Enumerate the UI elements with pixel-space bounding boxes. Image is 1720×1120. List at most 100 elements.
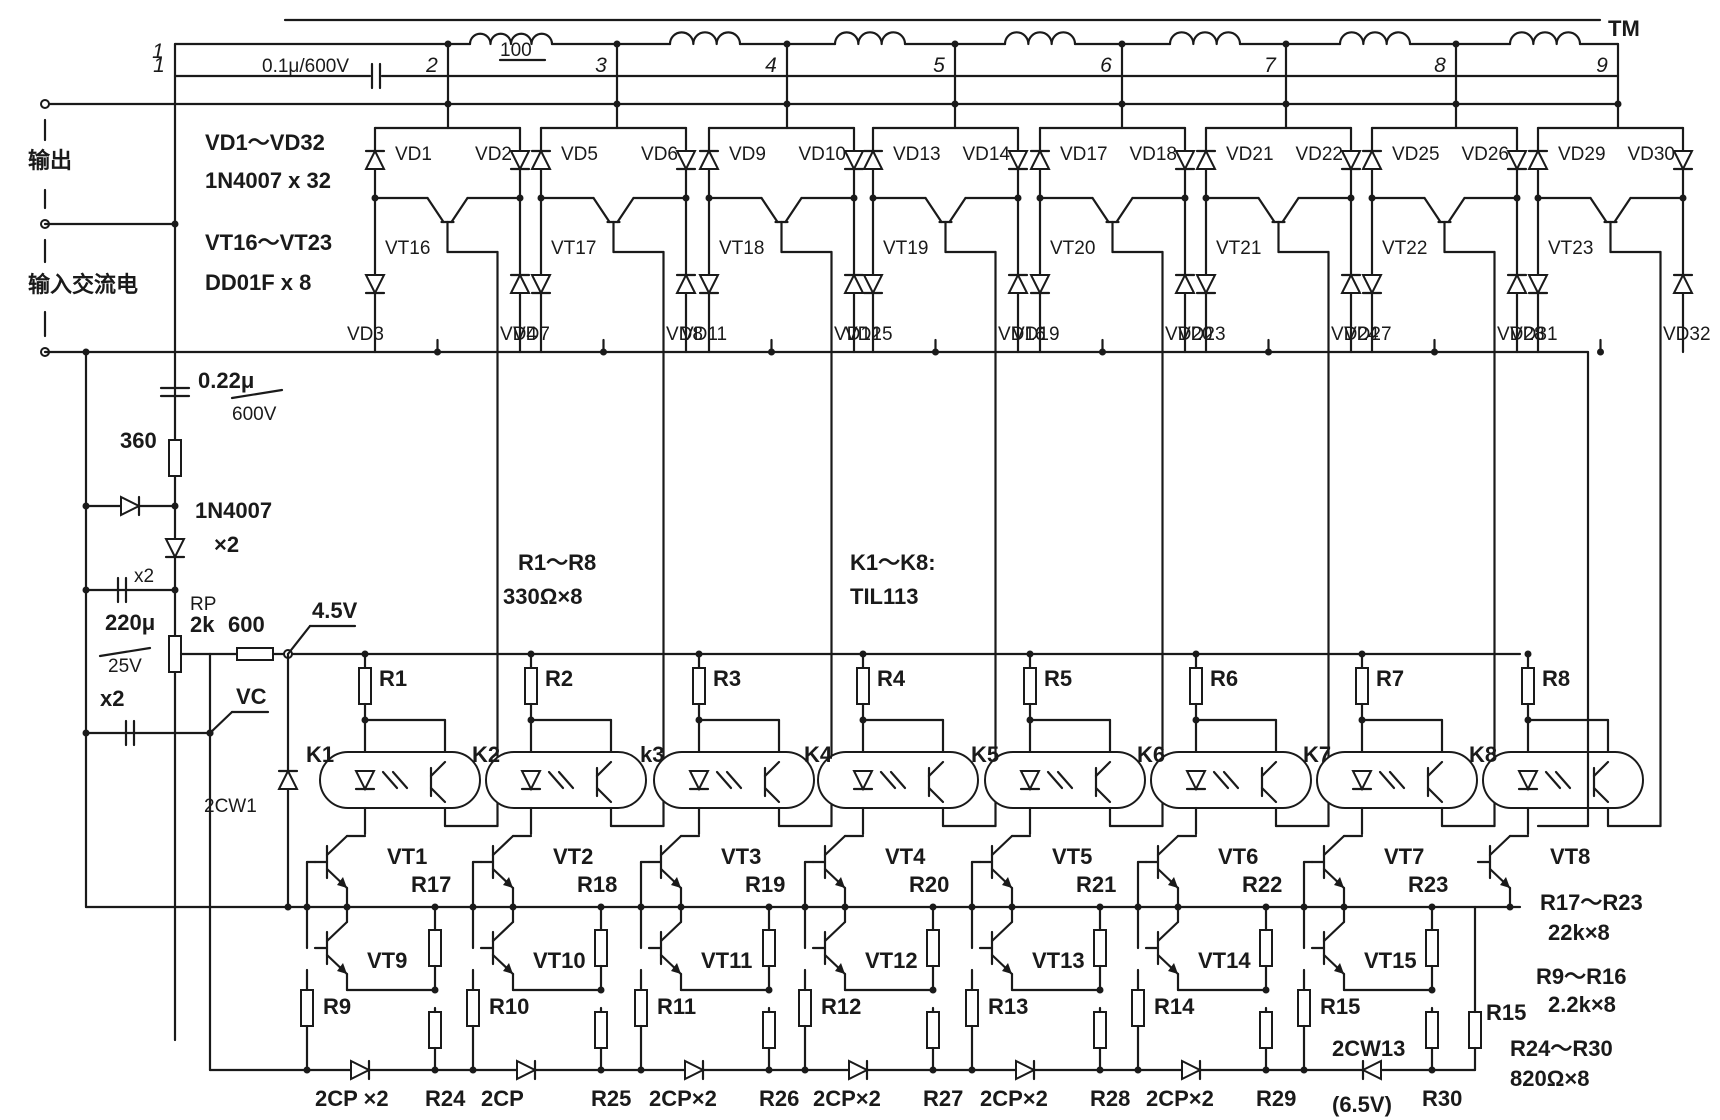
r9r16-value: 2.2k×8 — [1548, 992, 1616, 1017]
diode-triangle — [862, 148, 884, 170]
opto-photo-collector — [1426, 760, 1444, 778]
diode-vd28 — [1506, 272, 1528, 294]
cap-0.22u-voltage: 600V — [232, 404, 277, 425]
label-r29: R29 — [1256, 1086, 1296, 1111]
cap-220u-label: 220μ — [105, 610, 155, 635]
chain-diode — [1181, 1059, 1203, 1081]
junction-dot — [303, 903, 311, 911]
label-r24: R24 — [425, 1086, 466, 1111]
res-r3 — [692, 667, 706, 705]
label-vd19: VD19 — [1012, 324, 1060, 345]
diode-1n4007-a — [120, 495, 142, 517]
res-r2 — [524, 667, 538, 705]
output-label: 输出 — [28, 148, 72, 173]
opto-light-arrow — [889, 770, 907, 790]
diode-vd30 — [1672, 150, 1694, 172]
res-r5 — [1023, 667, 1037, 705]
junction-dot — [469, 903, 477, 911]
resistor-body — [428, 929, 442, 967]
res-r6 — [1189, 667, 1203, 705]
diode-vd15 — [862, 274, 884, 296]
label-vd10: VD10 — [798, 144, 846, 165]
diode-vd4 — [509, 272, 531, 294]
emitter-arrow — [337, 877, 347, 888]
label-r3: R3 — [713, 666, 741, 691]
diode-vd2 — [509, 150, 531, 172]
junction-dot — [303, 1066, 311, 1074]
resistor-body — [1297, 989, 1311, 1027]
label-k2: K2 — [472, 742, 500, 767]
label-vt16: VT16 — [385, 238, 430, 259]
label-r4: R4 — [877, 666, 906, 691]
chain-diode — [684, 1059, 706, 1081]
opto-photo-emitter — [1426, 786, 1444, 804]
input-ac-label: 输入交流电 — [28, 272, 138, 297]
label-vt18: VT18 — [719, 238, 764, 259]
junction-dot — [1358, 650, 1366, 658]
diode-vd3 — [364, 274, 386, 296]
label-vd2: VD2 — [475, 144, 512, 165]
diode-triangle — [1007, 272, 1029, 294]
emitter-arrow — [671, 963, 681, 974]
label-vd15: VD15 — [845, 324, 893, 345]
vt-collector-diag — [760, 196, 779, 224]
res-r1 — [358, 667, 372, 705]
diode-vd14 — [1007, 150, 1029, 172]
label-vd22: VD22 — [1295, 144, 1343, 165]
vt-collector-diag — [1423, 196, 1442, 224]
label-chain-diodes: 2CP×2 — [649, 1086, 717, 1111]
resistor-body — [926, 929, 940, 967]
res-r20 — [926, 929, 940, 967]
zener-2cw13 — [1360, 1059, 1382, 1081]
res-600 — [236, 647, 274, 661]
junction-dot — [1192, 650, 1200, 658]
resistor-body — [1468, 1011, 1482, 1049]
rp-value: 2k — [190, 612, 215, 637]
diode-triangle — [1195, 148, 1217, 170]
junction-dot — [968, 1066, 976, 1074]
label-vd27: VD27 — [1344, 324, 1392, 345]
junction-dot — [1452, 100, 1460, 108]
junction-dot — [637, 1066, 645, 1074]
res-r13 — [965, 989, 979, 1027]
res-600-label: 600 — [228, 612, 265, 637]
transistor-collector — [1156, 834, 1180, 857]
resistor-body — [466, 989, 480, 1027]
label-vd6: VD6 — [641, 144, 678, 165]
label-r20: R20 — [909, 872, 949, 897]
label-r1: R1 — [379, 666, 407, 691]
r1r8-label: R1～R8 — [518, 550, 596, 575]
inductor-coil — [1003, 31, 1077, 46]
diode-triangle — [1029, 274, 1051, 296]
label-vd25: VD25 — [1392, 144, 1440, 165]
diode-triangle — [1506, 150, 1528, 172]
zener-2cw1 — [277, 768, 299, 790]
opto-led — [852, 770, 874, 792]
label-vd26: VD26 — [1461, 144, 1509, 165]
junction-dot — [171, 586, 179, 594]
diode-triangle — [843, 150, 865, 172]
resistor-body — [856, 667, 870, 705]
label-vt23: VT23 — [1548, 238, 1593, 259]
emitter-arrow — [835, 963, 845, 974]
label-vt4: VT4 — [885, 844, 926, 869]
opto-led — [1351, 770, 1373, 792]
vc-leader — [208, 710, 234, 735]
diode-triangle — [277, 768, 299, 790]
emitter-arrow — [1168, 877, 1178, 888]
label-vd20: VD20 — [1165, 324, 1213, 345]
junction-dot — [1134, 1066, 1142, 1074]
label-vd16: VD16 — [998, 324, 1046, 345]
resistor-body — [236, 647, 274, 661]
opto-photo-collector — [595, 760, 613, 778]
inductor-3 — [833, 31, 907, 46]
label-r13: R13 — [988, 994, 1028, 1019]
label-r22: R22 — [1242, 872, 1282, 897]
diode-vd24 — [1340, 272, 1362, 294]
res-r18 — [594, 929, 608, 967]
opto-photo-emitter — [1592, 786, 1610, 804]
r17r23-value: 22k×8 — [1548, 920, 1610, 945]
